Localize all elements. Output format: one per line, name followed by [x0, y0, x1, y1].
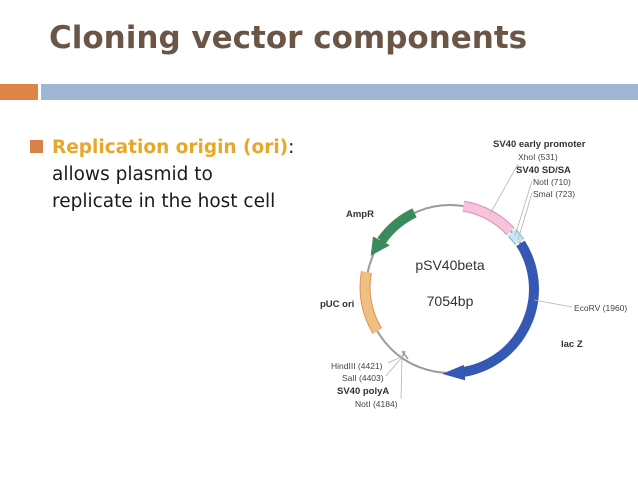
bullet-text: Replication origin (ori): allows plasmid…: [52, 134, 320, 215]
label-noti-4184: NotI (4184): [355, 399, 398, 409]
ampr-arrow-head: [370, 236, 390, 256]
lacz-arrow-head: [442, 364, 466, 381]
sv40-sdsa-segment: [508, 229, 524, 245]
plasmid-size: 7054bp: [427, 293, 474, 309]
sv40-promoter-segment: [462, 201, 514, 235]
leader-noti-710: [514, 180, 533, 237]
label-hindiii: HindIII (4421): [331, 361, 383, 371]
leader-hindiii: [387, 355, 404, 364]
bullet-line-2: replicate in the host cell: [52, 191, 276, 212]
bullet-line-1: allows plasmid to: [52, 164, 213, 185]
slide-title: Cloning vector components: [49, 20, 528, 56]
label-ecorv: EcoRV (1960): [574, 303, 627, 313]
label-noti-710: NotI (710): [533, 177, 571, 187]
label-ampr: AmpR: [346, 209, 374, 220]
accent-bar-orange: [0, 84, 38, 100]
plasmid-name: pSV40beta: [415, 257, 484, 273]
leader-ecorv: [533, 299, 573, 308]
leader-xhoi: [489, 163, 519, 215]
bullet-colon: :: [288, 137, 295, 158]
label-lacz: lac Z: [561, 339, 583, 350]
label-puc-ori: pUC ori: [320, 299, 354, 310]
plasmid-map-diagram: pSV40beta 7054bp SV40 early promoter Xho…: [320, 139, 627, 409]
label-sv40-early-promoter: SV40 early promoter: [493, 139, 586, 150]
label-sali: SalI (4403): [342, 373, 384, 383]
leader-smai: [517, 192, 533, 241]
label-sv40-sdsa: SV40 SD/SA: [516, 165, 571, 176]
bullet-term: Replication origin (ori): [52, 137, 289, 158]
accent-bar-blue: [41, 84, 638, 100]
leader-sali: [385, 355, 404, 377]
puc-ori-segment: [360, 271, 382, 334]
square-bullet-icon: [30, 140, 43, 153]
label-xhoi: XhoI (531): [518, 152, 558, 162]
label-sv40-polya: SV40 polyA: [337, 386, 389, 397]
ampr-arrow-body: [377, 208, 417, 244]
label-smai: SmaI (723): [533, 189, 575, 199]
leader-noti-4184: [400, 356, 403, 400]
lacz-arrow-body: [460, 240, 539, 378]
bullet-item: Replication origin (ori): allows plasmid…: [30, 134, 320, 215]
